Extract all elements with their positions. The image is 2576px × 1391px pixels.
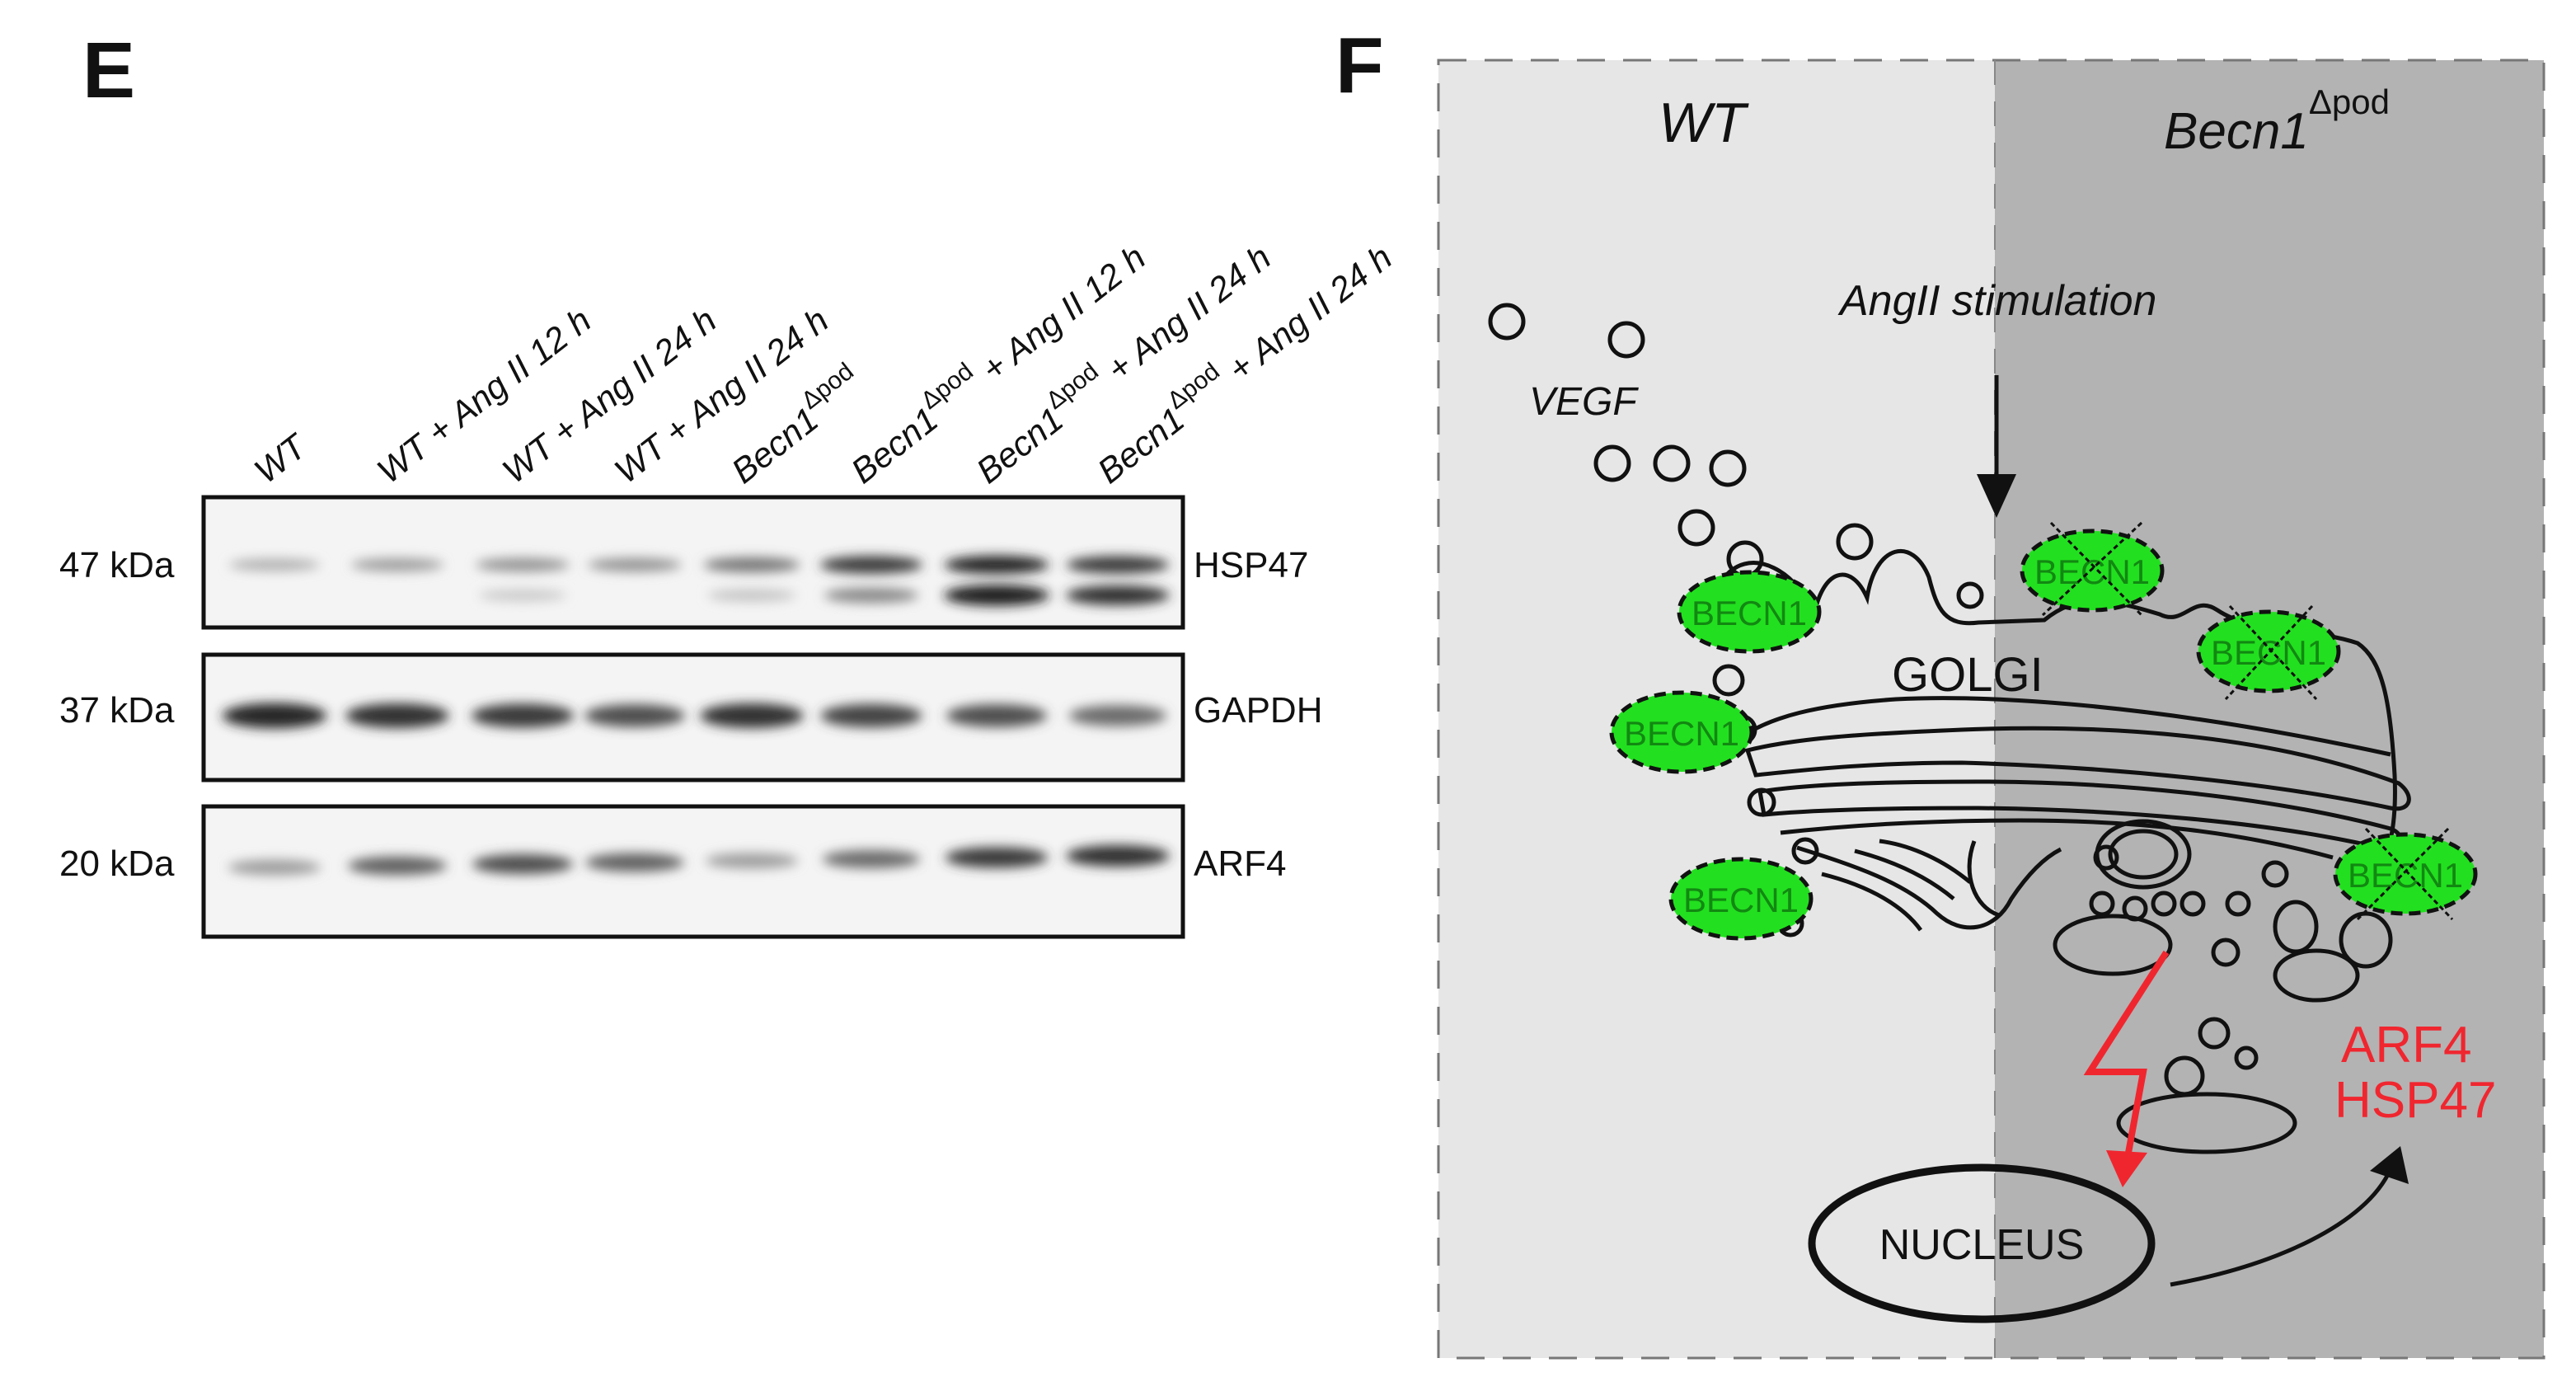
becn1-protein-ko-2: BECN1 [2196,604,2341,701]
band-hsp47-upper-7 [944,555,1049,575]
band-hsp47-upper-6 [819,556,923,574]
band-hsp47-upper-8 [1066,556,1170,574]
band-hsp47-upper-5 [703,557,800,573]
band-gapdh-3 [471,703,575,728]
stimulation-label: AngII stimulation [1837,277,2156,325]
expression-arrow [2170,1168,2393,1287]
band-hsp47-lower-5 [707,589,796,602]
becn1-label: BECN1 [2211,633,2326,672]
band-gapdh-6 [820,703,922,728]
band-arf4-5 [705,853,799,869]
mw-label-37: 37 kDa [59,690,175,731]
band-hsp47-lower-7 [944,585,1049,606]
vegf-label: VEGF [1529,380,1639,424]
region-becn1-knockout [1995,60,2544,1358]
band-arf4-2 [348,856,447,876]
cross-icon [2224,604,2314,701]
band-arf4-4 [585,853,684,872]
protein-label-gapdh: GAPDH [1194,690,1322,731]
becn1-label: BECN1 [1683,881,1799,919]
becn1-label: BECN1 [1692,594,1807,632]
stimulation-arrowhead-icon [1977,474,2016,518]
becn1-label: BECN1 [1624,714,1739,753]
region-ko-title: Becn1Δpod [2164,82,2390,160]
region-wt-title: WT [1659,92,1749,154]
band-arf4-1 [228,859,321,876]
becn1-label: BECN1 [2034,552,2150,591]
band-arf4-3 [472,853,573,875]
band-hsp47-upper-4 [588,557,682,572]
band-gapdh-7 [946,704,1047,727]
blot-bands [222,555,1170,876]
protein-label-arf4: ARF4 [1194,844,1286,884]
becn1-label: BECN1 [2348,856,2463,895]
golgi-label: GOLGI [1892,648,2043,702]
signal-bolt-icon [2083,950,2170,1187]
band-hsp47-lower-6 [823,587,919,604]
band-hsp47-lower-3 [478,589,567,602]
becn1-protein-wt-3: BECN1 [1668,857,1814,941]
cross-icon [2356,827,2450,921]
mw-label-47: 47 kDa [59,545,175,585]
band-hsp47-upper-3 [476,557,570,572]
cross-icon [2049,521,2143,617]
lane-label-1: WT [247,425,316,491]
cross-icon [2041,521,2143,617]
band-hsp47-upper-1 [229,558,320,571]
band-hsp47-lower-8 [1066,585,1170,605]
band-gapdh-4 [584,704,685,727]
blot-frame-arf4 [201,804,1185,939]
arf4-label: ARF4 [2341,1017,2471,1074]
panel-f: F WT Becn1Δpod AngII stimulation VEGF [1335,21,2546,1360]
band-gapdh-2 [345,703,449,728]
expression-arrowhead-icon [2370,1146,2409,1184]
cross-icon [2364,827,2454,921]
band-arf4-8 [1066,845,1170,867]
region-ko-superscript: Δpod [2309,82,2390,121]
cross-icon [2228,604,2318,701]
mw-label-20: 20 kDa [59,844,175,884]
protein-label-hsp47: HSP47 [1194,545,1308,585]
band-gapdh-8 [1068,705,1167,726]
becn1-protein-wt-2: BECN1 [1609,690,1754,774]
lane-label-2: WT + Ang II 12 h [370,300,598,491]
hsp47-label: HSP47 [2334,1072,2496,1129]
panel-f-letter: F [1335,21,1384,110]
band-gapdh-5 [700,703,804,728]
panel-f-border [1437,59,2546,1360]
region-ko-gene: Becn1 [2164,103,2309,160]
becn1-protein-wt-1: BECN1 [1677,570,1822,654]
band-hsp47-upper-2 [350,558,444,571]
becn1-protein-ko-1: BECN1 [2020,521,2165,617]
band-arf4-6 [822,849,921,869]
nucleus-label: NUCLEUS [1879,1221,2085,1269]
panel-e-letter: E [82,26,135,115]
nucleus [1808,1163,2156,1323]
band-arf4-7 [945,847,1049,868]
band-gapdh-1 [222,703,327,729]
becn1-protein-ko-3: BECN1 [2333,827,2478,921]
